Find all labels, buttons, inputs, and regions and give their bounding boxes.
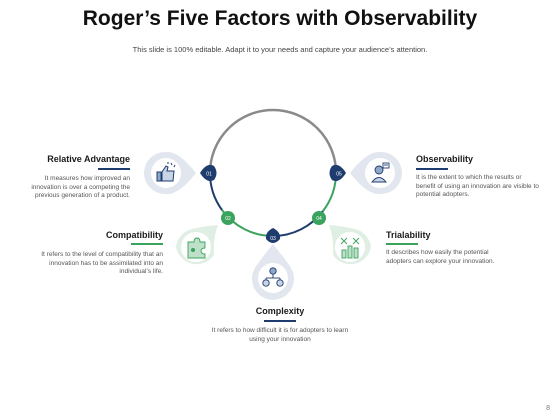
arc-top [208, 108, 338, 174]
factor-05-description: It is the extent to which the results or… [416, 174, 539, 199]
drop-02 [176, 225, 218, 265]
trial-icon [340, 237, 360, 259]
factor-04-heading: Trialability [386, 230, 431, 240]
drop-03 [251, 244, 294, 300]
factor-02-description: It refers to the level of compatibility … [41, 251, 163, 276]
factor-01-underline [98, 168, 130, 170]
badge-01: 01 [200, 164, 217, 182]
observer-icon [371, 162, 390, 183]
factor-03-underline [264, 320, 296, 322]
factor-02-underline [131, 243, 163, 245]
badge-03: 03 [265, 228, 281, 243]
factor-02-heading: Compatibility [105, 230, 163, 240]
factor-03-description: It refers to how difficult it is for ado… [211, 327, 349, 343]
badge-03-number: 03 [270, 236, 276, 242]
badge-05-number: 05 [336, 172, 342, 178]
slide-subtitle: This slide is 100% editable. Adapt it to… [132, 45, 428, 54]
factor-05-heading: Observability [416, 154, 474, 164]
badge-05: 05 [329, 164, 346, 182]
drop-01 [144, 151, 196, 195]
drop-04 [329, 225, 371, 265]
drop-05 [350, 151, 402, 195]
slide-title: Roger’s Five Factors with Observability [82, 7, 478, 30]
factor-03-heading: Complexity [255, 306, 305, 316]
factor-05-underline [416, 168, 448, 170]
badge-01-number: 01 [206, 172, 212, 178]
badge-02: 02 [221, 211, 235, 225]
factor-04-underline [386, 243, 418, 245]
page-number: 8 [546, 405, 550, 412]
badge-04-number: 04 [316, 216, 322, 222]
thumbs-up-icon [156, 162, 176, 182]
badge-04: 04 [312, 211, 326, 225]
puzzle-icon [187, 237, 206, 259]
factor-01-description: It measures how improved an innovation i… [31, 175, 130, 200]
badge-02-number: 02 [225, 216, 231, 222]
network-icon [262, 267, 284, 287]
factor-01-heading: Relative Advantage [47, 154, 130, 164]
factor-04-description: It describes how easily the potential ad… [386, 249, 495, 265]
